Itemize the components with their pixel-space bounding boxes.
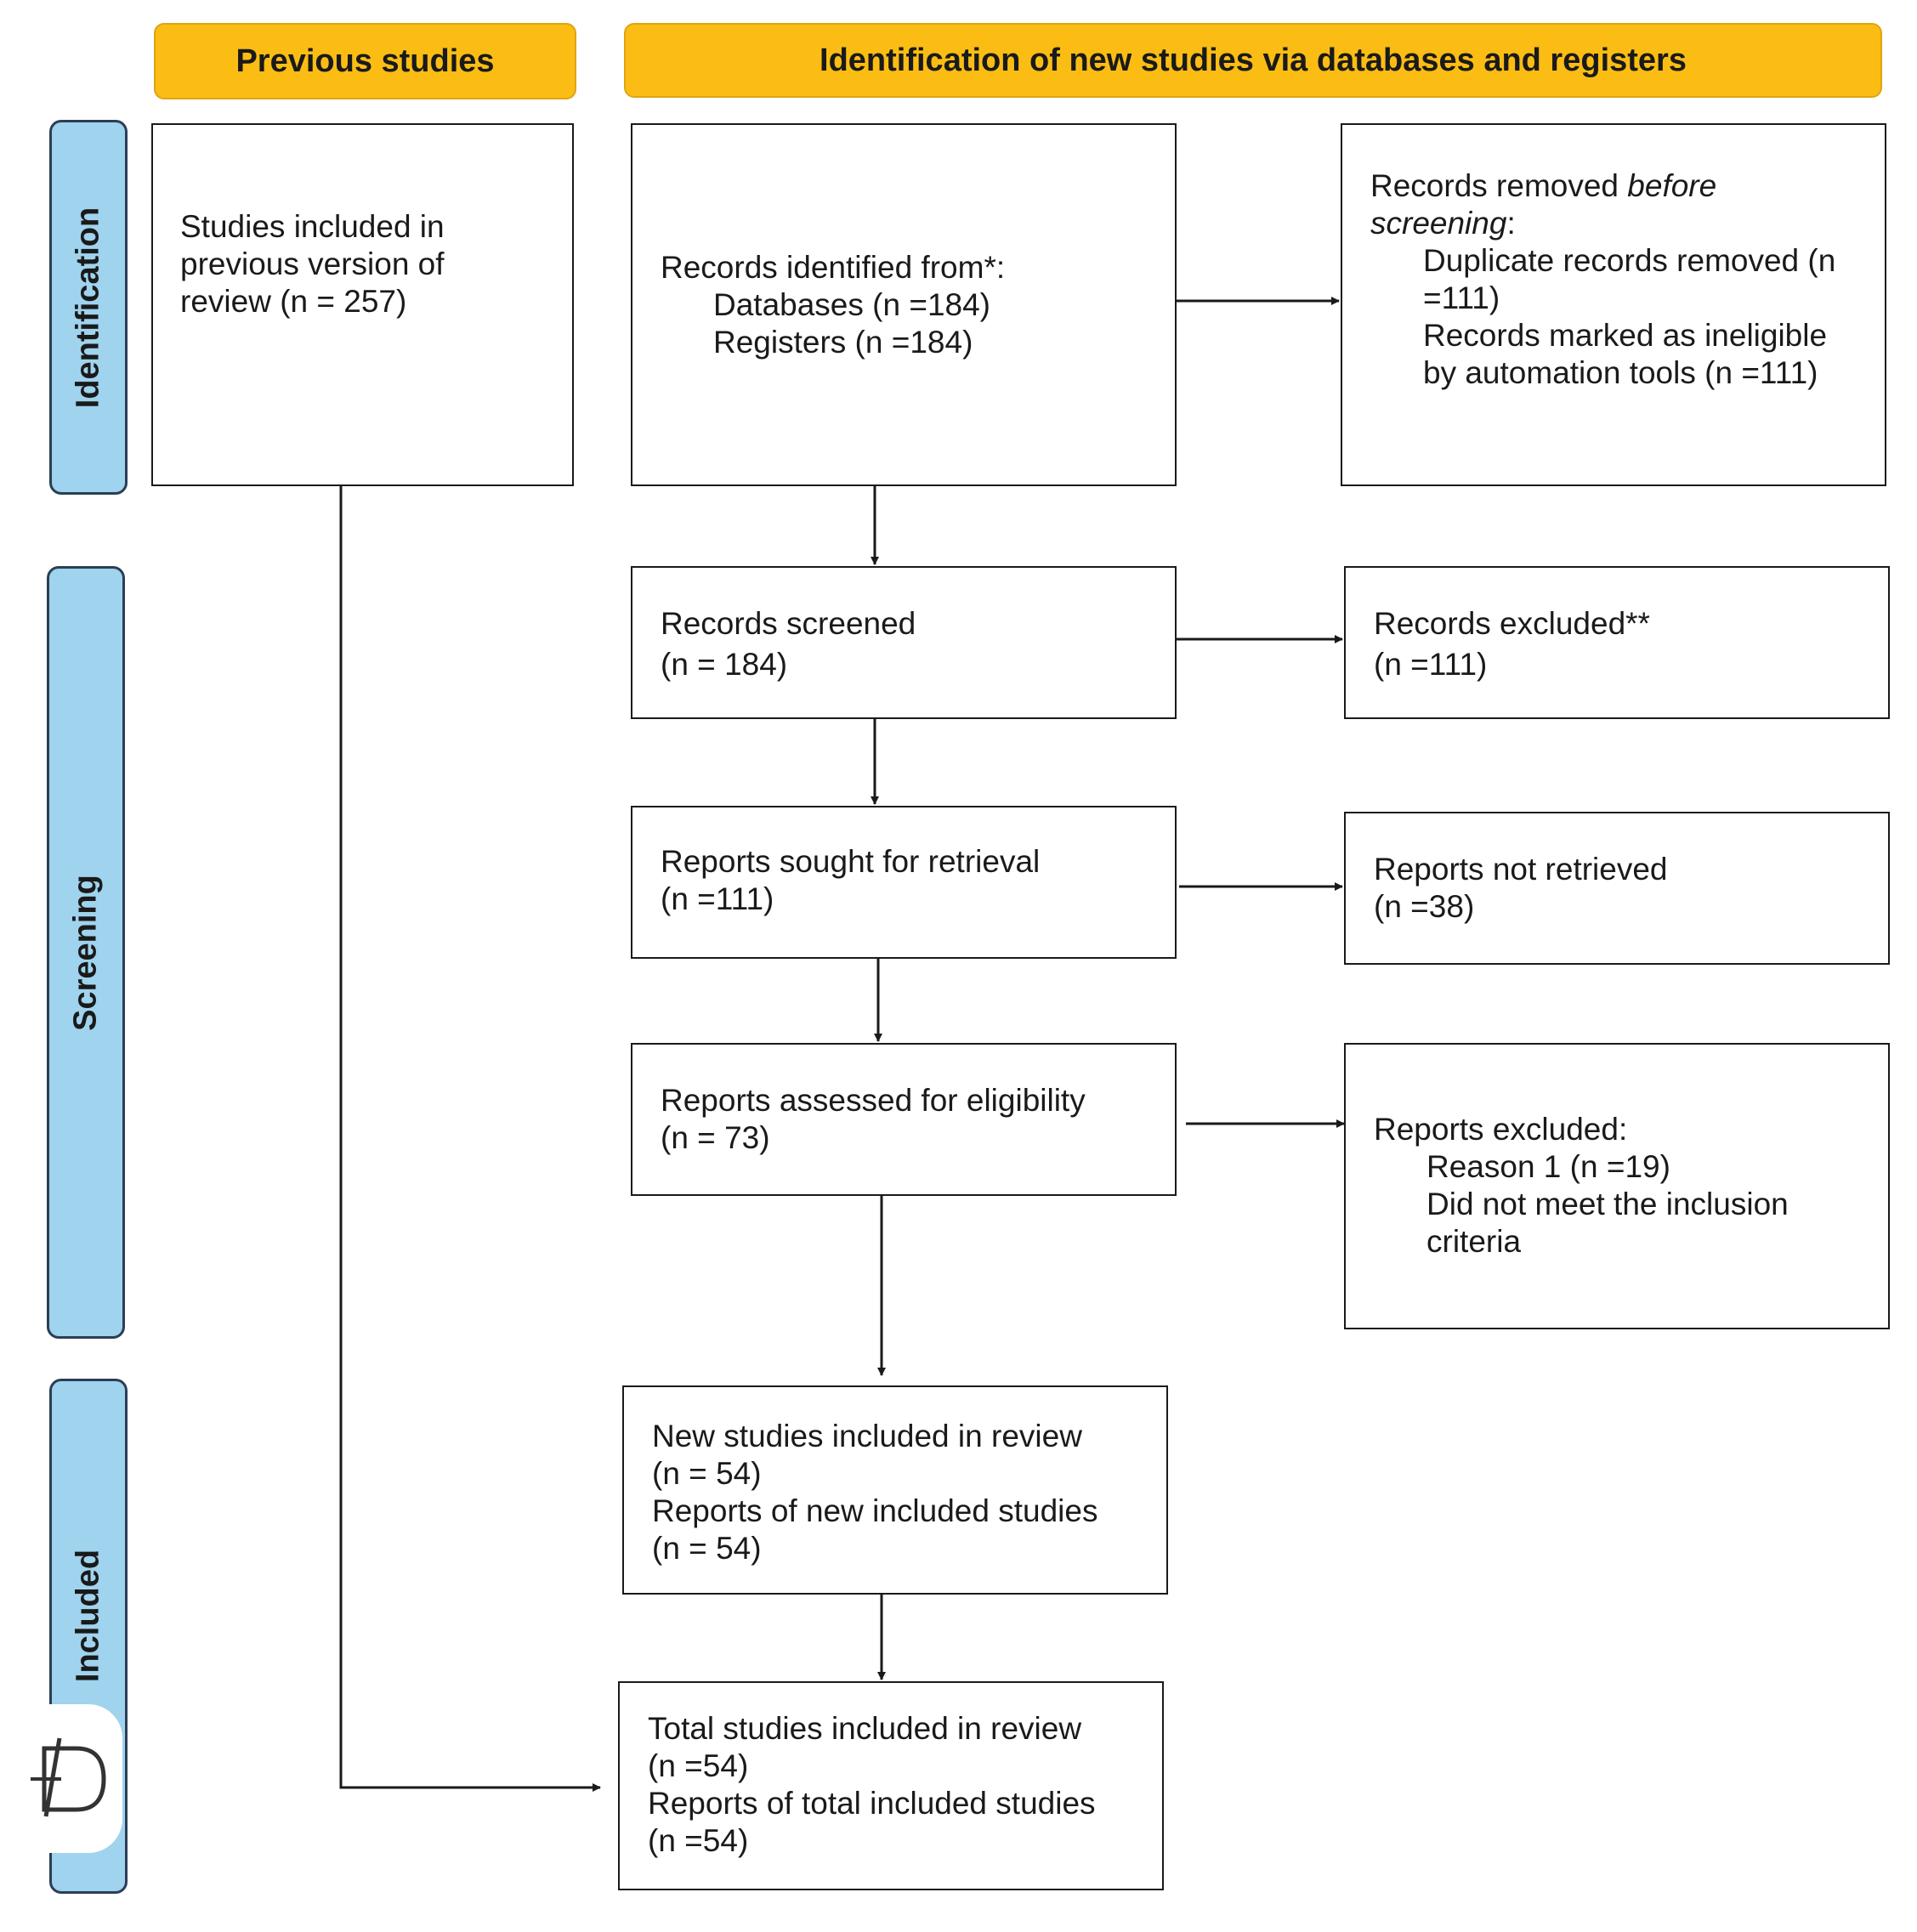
previous-studies-line-1: Studies included in (180, 209, 445, 244)
total-included-studies-label: Total studies included in review (648, 1711, 1082, 1746)
logo-icon (31, 1737, 106, 1817)
box-reports-sought: Reports sought for retrieval (n =111) (631, 806, 1177, 959)
reports-excluded-reason-1: Reason 1 (n =19) (1426, 1149, 1670, 1184)
records-removed-ineligible: Records marked as ineligible by automati… (1423, 318, 1828, 390)
records-identified-title: Records identified from*: (661, 250, 1006, 285)
new-included-studies-count: (n = 54) (652, 1456, 762, 1491)
box-previous-studies: Studies included in previous version of … (151, 123, 574, 486)
previous-studies-line-2: previous version of (180, 246, 445, 281)
records-removed-title-suffix: : (1506, 206, 1516, 241)
header-previous-studies-label: Previous studies (235, 42, 495, 79)
arrow-previous-to-total (339, 486, 601, 1792)
reports-excluded-title: Reports excluded: (1374, 1112, 1628, 1147)
logo-badge (27, 1704, 122, 1853)
box-records-screened: Records screened (n = 184) (631, 566, 1177, 719)
header-previous-studies: Previous studies (154, 23, 576, 99)
records-excluded-label: Records excluded** (1374, 606, 1650, 641)
box-records-identified: Records identified from*: Databases (n =… (631, 123, 1177, 486)
new-included-reports-label: Reports of new included studies (652, 1493, 1098, 1528)
new-included-studies-label: New studies included in review (652, 1419, 1082, 1453)
records-identified-databases: Databases (n =184) (713, 287, 991, 322)
box-reports-excluded: Reports excluded: Reason 1 (n =19) Did n… (1344, 1043, 1890, 1329)
box-reports-assessed: Reports assessed for eligibility (n = 73… (631, 1043, 1177, 1196)
reports-not-retrieved-label: Reports not retrieved (1374, 852, 1668, 887)
box-records-excluded: Records excluded** (n =111) (1344, 566, 1890, 719)
box-reports-not-retrieved: Reports not retrieved (n =38) (1344, 812, 1890, 965)
box-new-included: New studies included in review (n = 54) … (622, 1385, 1168, 1595)
records-removed-title: Records removed before screening: (1370, 167, 1864, 242)
records-removed-title-italic-1: before (1627, 168, 1717, 203)
reports-not-retrieved-count: (n =38) (1374, 889, 1475, 924)
total-included-studies-count: (n =54) (648, 1748, 749, 1783)
total-included-reports-count: (n =54) (648, 1823, 749, 1858)
records-removed-title-italic-2: screening (1370, 206, 1507, 241)
records-removed-duplicates: Duplicate records removed (n =111) (1423, 243, 1836, 315)
header-new-studies-label: Identification of new studies via databa… (820, 42, 1687, 78)
records-screened-count: (n = 184) (661, 647, 788, 682)
reports-sought-label: Reports sought for retrieval (661, 844, 1041, 879)
stage-identification: Identification (49, 120, 128, 495)
records-removed-title-prefix: Records removed (1370, 168, 1628, 203)
reports-assessed-count: (n = 73) (661, 1120, 770, 1155)
box-records-removed: Records removed before screening: Duplica… (1341, 123, 1886, 486)
records-screened-label: Records screened (661, 606, 916, 641)
box-total-included: Total studies included in review (n =54)… (618, 1681, 1164, 1890)
reports-excluded-reason-2: Did not meet the inclusion criteria (1426, 1187, 1789, 1259)
reports-assessed-label: Reports assessed for eligibility (661, 1083, 1086, 1118)
new-included-reports-count: (n = 54) (652, 1531, 762, 1566)
stage-screening: Screening (47, 566, 125, 1339)
previous-studies-line-3: review (n = 257) (180, 284, 407, 319)
header-new-studies: Identification of new studies via databa… (624, 23, 1882, 98)
total-included-reports-label: Reports of total included studies (648, 1786, 1096, 1821)
records-identified-registers: Registers (n =184) (713, 325, 973, 360)
records-excluded-count: (n =111) (1374, 647, 1488, 682)
reports-sought-count: (n =111) (661, 881, 774, 916)
